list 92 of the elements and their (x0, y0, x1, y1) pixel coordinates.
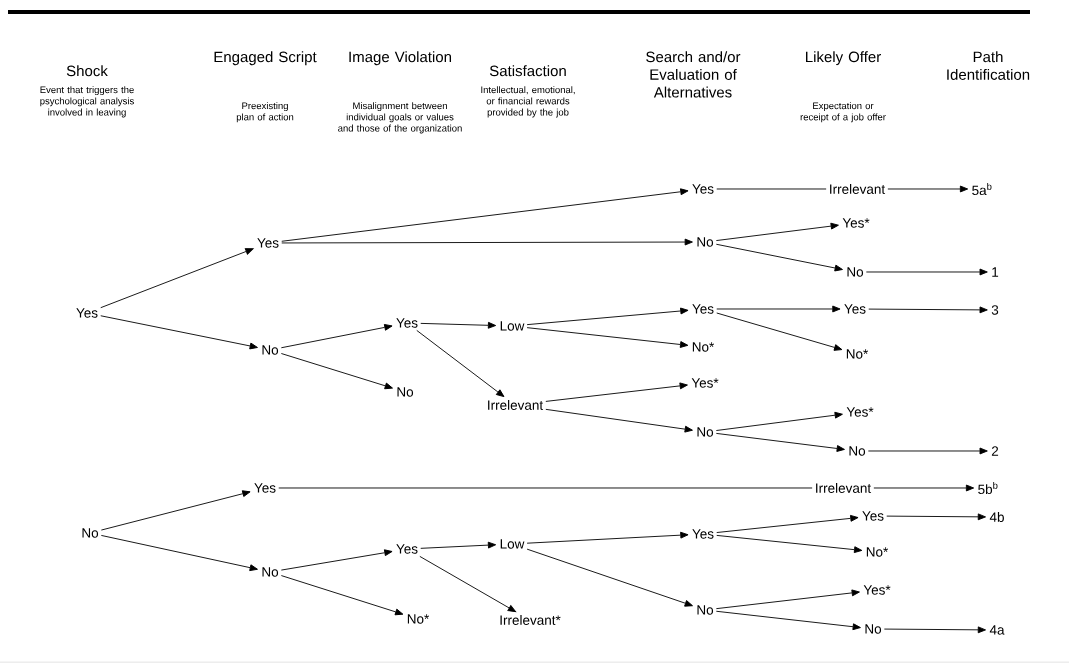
arrow (100, 315, 258, 350)
column-heading: Likely Offer (806, 51, 881, 66)
arrow (419, 555, 517, 613)
arrow (716, 534, 863, 554)
arrow (416, 329, 505, 398)
column-heading: Satisfaction (489, 65, 566, 77)
arrow (887, 185, 969, 193)
branch-label: Yes (257, 238, 279, 248)
branch-label: Low (500, 321, 525, 331)
arrow (280, 549, 393, 571)
column-description: Intellectual, emotional, or financial rewards provided by the job (481, 86, 575, 118)
arrow (715, 243, 843, 272)
column-heading: Search and/or Evaluation of Alternatives (646, 51, 741, 98)
branch-label: 3 (991, 305, 999, 315)
column-heading: Image Violation (349, 51, 451, 66)
branch-label: Yes (692, 184, 714, 194)
branch-label: 4b (989, 512, 1004, 522)
arrow (526, 327, 689, 348)
arrow (715, 589, 860, 610)
arrow (526, 307, 689, 326)
arrow (715, 610, 861, 631)
arrow (280, 353, 393, 390)
arrow (868, 306, 988, 314)
arrow (873, 484, 975, 492)
branch-label: No (82, 528, 99, 538)
branch-label: Irrelevant* (500, 615, 561, 625)
branch-label: Yes (396, 544, 418, 554)
arrow (100, 248, 254, 309)
connector-line (716, 188, 827, 190)
branch-label: No (847, 267, 864, 277)
branch-label: 2 (991, 446, 999, 456)
arrow (526, 531, 689, 544)
arrow (716, 312, 843, 351)
arrow (716, 305, 841, 313)
branch-label: No (262, 345, 279, 355)
branch-label: No (697, 605, 714, 615)
arrow (420, 321, 497, 329)
branch-label: No (697, 237, 714, 247)
branch-label: No (849, 446, 866, 456)
branch-label: 5b$^{b}$ (978, 481, 998, 495)
arrow (883, 626, 986, 634)
branch-label: No (865, 624, 882, 634)
branch-label: 5a$^{b}$ (972, 182, 992, 196)
column-heading: Path Identification (947, 51, 1030, 80)
column-heading: Shock (66, 65, 108, 77)
branch-label: Yes* (842, 218, 870, 228)
column-description: Misalignment between individual goals or values and those of the organization (338, 102, 462, 134)
arrow (545, 382, 688, 402)
arrow (715, 222, 839, 241)
arrow (886, 513, 986, 521)
arrow (715, 432, 845, 452)
column-heading: Engaged Script (214, 51, 317, 66)
branch-label: No* (866, 547, 889, 557)
arrow (865, 268, 988, 276)
branch-label: Yes (254, 483, 276, 493)
column-description: Event that triggers the psychological analysis involved in leaving (40, 86, 134, 118)
branch-label: No* (846, 349, 869, 359)
arrow (867, 447, 988, 455)
arrow (281, 238, 693, 246)
arrow (526, 548, 693, 607)
arrow (715, 411, 843, 431)
branch-label: Irrelevant (488, 400, 544, 410)
branch-label: Yes* (863, 585, 891, 595)
branch-label: Irrelevant (816, 483, 872, 493)
branch-label: Yes* (691, 378, 719, 388)
branch-label: No* (407, 614, 430, 624)
arrow (280, 324, 393, 349)
branch-label: Yes (76, 308, 98, 318)
arrow (281, 188, 689, 242)
branch-label: No (397, 387, 414, 397)
column-description: Expectation or receipt of a job offer (800, 102, 886, 123)
branch-label: Yes (396, 318, 418, 328)
branch-label: Yes (862, 511, 884, 521)
arrow (545, 408, 693, 433)
branch-label: No (262, 567, 279, 577)
branch-label: No* (692, 342, 715, 352)
connector-line (278, 487, 813, 489)
arrow (100, 535, 258, 572)
branch-label: 1 (992, 267, 999, 277)
branch-label: No (697, 427, 714, 437)
branch-label: Yes (692, 304, 714, 314)
branch-label: Irrelevant (830, 184, 886, 194)
arrow (420, 541, 497, 549)
arrow (716, 514, 859, 533)
branch-label: Yes* (846, 407, 874, 417)
branch-label: Yes (692, 529, 714, 539)
arrow (100, 490, 251, 531)
branch-label: Low (500, 539, 525, 549)
branch-label: Yes (844, 304, 866, 314)
arrow (280, 575, 404, 616)
column-description: Preexisting plan of action (236, 102, 294, 123)
branch-label: 4a (989, 625, 1005, 635)
